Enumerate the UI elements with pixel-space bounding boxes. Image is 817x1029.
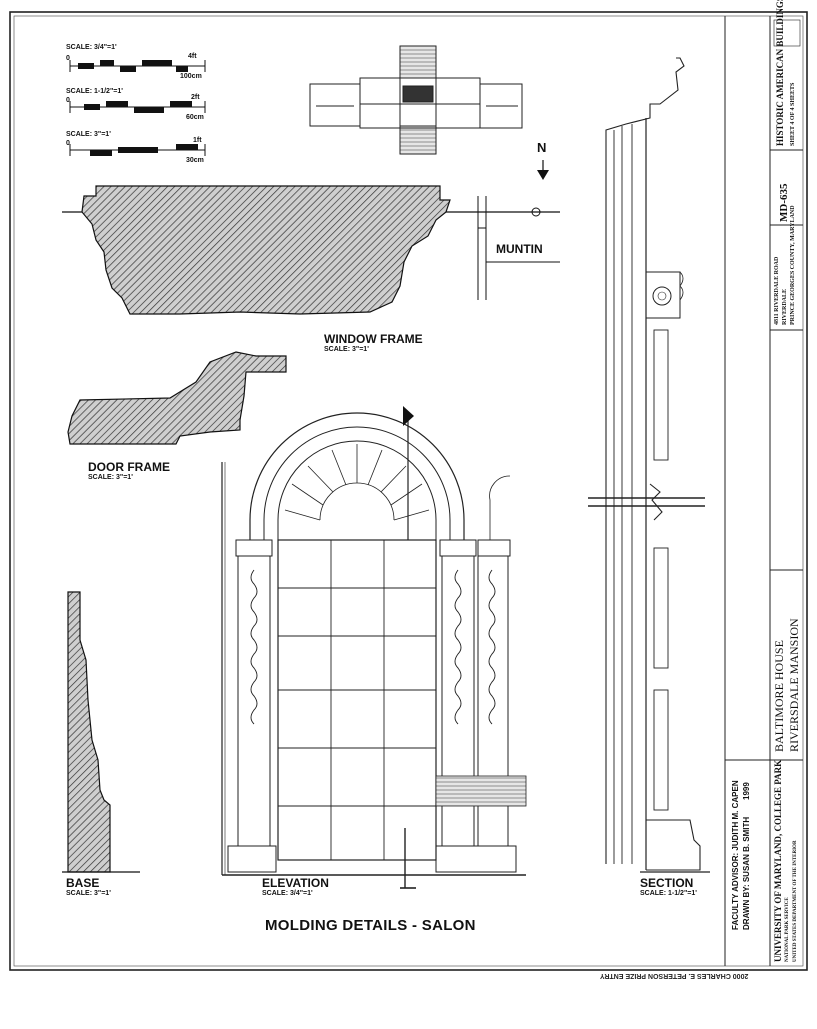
title-block-building-1: BALTIMORE HOUSE bbox=[772, 640, 786, 752]
scale-bar-3-zero: 0 bbox=[66, 140, 70, 147]
north-arrow bbox=[537, 160, 549, 180]
base-scale: SCALE: 3"=1' bbox=[66, 890, 111, 897]
title-block-address-3: PRINCE GEORGES COUNTY, MARYLAND bbox=[790, 205, 796, 325]
muntin-label: MUNTIN bbox=[496, 242, 543, 256]
scale-bar-2 bbox=[69, 101, 206, 113]
elevation-scale: SCALE: 3/4"=1' bbox=[262, 890, 313, 897]
section-drawing bbox=[588, 57, 710, 873]
base-label: BASE bbox=[66, 876, 100, 890]
inner-border bbox=[13, 15, 804, 967]
title-block-agency-1: NATIONAL PARK SERVICE bbox=[785, 897, 790, 962]
scale-bar-1-zero: 0 bbox=[66, 55, 70, 62]
title-block-frame bbox=[724, 16, 803, 966]
door-frame-profile bbox=[67, 351, 287, 445]
title-block-agency-2: UNITED STATES DEPARTMENT OF THE INTERIOR bbox=[793, 840, 798, 962]
window-frame-profile bbox=[62, 185, 560, 315]
window-frame-label: WINDOW FRAME bbox=[324, 332, 423, 346]
title-block-university: UNIVERSITY OF MARYLAND, COLLEGE PARK bbox=[773, 759, 783, 962]
scale-bar-3-end-ft: 1ft bbox=[193, 137, 202, 144]
north-label: N bbox=[537, 140, 547, 155]
scale-bar-3 bbox=[69, 144, 206, 156]
title-block-program: HISTORIC AMERICAN BUILDINGS SURVEY bbox=[775, 0, 785, 146]
title-block-address-2: RIVERDALE bbox=[782, 288, 788, 325]
scale-bar-2-label: SCALE: 1-1/2"=1' bbox=[66, 88, 123, 95]
base-profile bbox=[62, 591, 140, 873]
title-block-sheet-no: SHEET 4 OF 4 SHEETS bbox=[790, 82, 796, 146]
key-plan bbox=[309, 45, 523, 155]
sheet-title: MOLDING DETAILS - SALON bbox=[265, 917, 476, 934]
scale-bar-1-label: SCALE: 3/4"=1' bbox=[66, 44, 117, 51]
title-block-address-1: 4811 RIVERDALE ROAD bbox=[774, 256, 780, 325]
elevation-drawing bbox=[221, 412, 527, 889]
title-block-advisor: FACULTY ADVISOR: JUDITH M. CAPEN bbox=[731, 780, 740, 930]
outer-border bbox=[9, 11, 808, 971]
door-frame-label: DOOR FRAME bbox=[88, 460, 170, 474]
scale-bar-2-end-cm: 60cm bbox=[186, 114, 204, 121]
title-block-year: 1999 bbox=[742, 782, 751, 800]
section-label: SECTION bbox=[640, 876, 694, 890]
door-frame-scale: SCALE: 3"=1' bbox=[88, 474, 133, 481]
scale-bar-1 bbox=[69, 60, 206, 72]
scale-bar-1-end-ft: 4ft bbox=[188, 53, 197, 60]
scale-bar-3-label: SCALE: 3"=1' bbox=[66, 131, 111, 138]
section-scale: SCALE: 1-1/2"=1' bbox=[640, 890, 697, 897]
title-block-drawn-by: DRAWN BY: SUSAN B. SMITH bbox=[742, 816, 751, 930]
scale-bar-2-end-ft: 2ft bbox=[191, 94, 200, 101]
scale-bar-3-end-cm: 30cm bbox=[186, 157, 204, 164]
window-frame-scale: SCALE: 3"=1' bbox=[324, 346, 369, 353]
elevation-label: ELEVATION bbox=[262, 876, 329, 890]
title-block-building-2: RIVERSDALE MANSION bbox=[787, 618, 801, 752]
footer-note: 2000 CHARLES E. PETERSON PRIZE ENTRY bbox=[600, 972, 749, 979]
title-block-survey-no: MD-635 bbox=[778, 183, 790, 223]
scale-bar-2-zero: 0 bbox=[66, 97, 70, 104]
muntin-detail bbox=[477, 196, 560, 300]
scale-bar-1-end-cm: 100cm bbox=[180, 73, 202, 80]
section-cut-flag bbox=[403, 406, 414, 426]
